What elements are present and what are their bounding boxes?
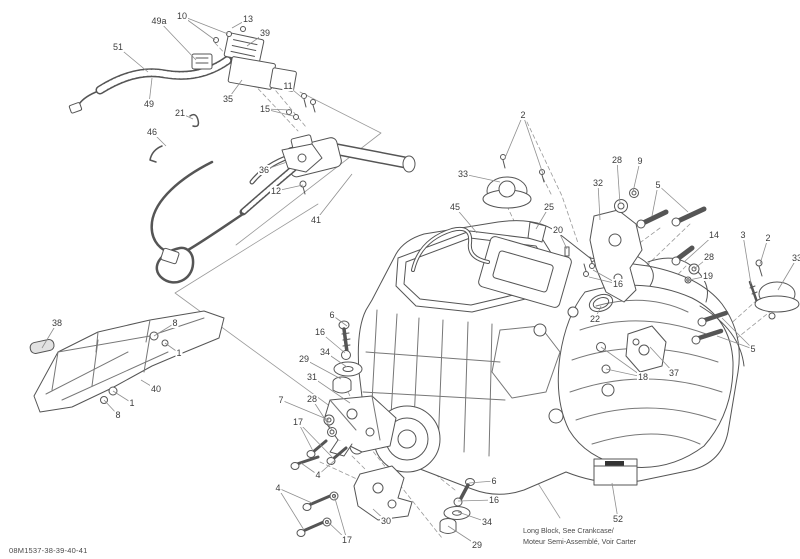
callout-51: 51 — [111, 42, 125, 52]
callout-16: 16 — [313, 327, 327, 337]
callout-17: 17 — [291, 417, 305, 427]
callout-1: 1 — [175, 348, 183, 358]
callout-34: 34 — [318, 347, 332, 357]
callout-21: 21 — [173, 108, 187, 118]
callout-39: 39 — [258, 28, 272, 38]
callout-41: 41 — [309, 215, 323, 225]
callout-37: 37 — [667, 368, 681, 378]
callout-31: 31 — [305, 372, 319, 382]
callout-33: 33 — [790, 253, 800, 263]
callout-32: 32 — [591, 178, 605, 188]
callout-36: 36 — [257, 165, 271, 175]
callout-34: 34 — [480, 517, 494, 527]
callout-28: 28 — [702, 252, 716, 262]
callout-13: 13 — [241, 14, 255, 24]
rear-mount-stack — [440, 479, 475, 534]
wiring-harness — [152, 162, 243, 282]
steering-frame — [29, 311, 224, 412]
callout-8: 8 — [114, 410, 122, 420]
callout-30: 30 — [379, 516, 393, 526]
callout-28: 28 — [610, 155, 624, 165]
callout-5: 5 — [749, 344, 757, 354]
callout-17: 17 — [340, 535, 354, 545]
callout-4: 4 — [274, 483, 282, 493]
callout-2: 2 — [519, 110, 527, 120]
callout-9: 9 — [636, 156, 644, 166]
callout-2: 2 — [764, 233, 772, 243]
callout-45: 45 — [448, 202, 462, 212]
callout-29: 29 — [470, 540, 484, 550]
callout-29: 29 — [297, 354, 311, 364]
callout-11: 11 — [282, 81, 294, 91]
upper-mount-parts — [483, 155, 799, 374]
callout-6: 6 — [490, 476, 498, 486]
callout-25: 25 — [542, 202, 556, 212]
callout-18: 18 — [636, 372, 650, 382]
callout-19: 19 — [701, 271, 715, 281]
long-block-note-line2: Moteur Semi-Assemblé, Voir Carter — [523, 536, 637, 546]
callout-7: 7 — [277, 395, 285, 405]
figure-code: 08M1537-38-39-40-41 — [9, 546, 88, 555]
callout-28: 28 — [305, 394, 319, 404]
callout-3: 3 — [739, 230, 747, 240]
callout-16: 16 — [611, 279, 625, 289]
callout-10: 10 — [175, 11, 189, 21]
callout-49a: 49a — [150, 16, 168, 26]
callout-35: 35 — [221, 94, 235, 104]
coolant-hose — [413, 229, 488, 270]
callout-16: 16 — [487, 495, 501, 505]
long-block-note-line1: Long Block, See Crankcase/ — [523, 526, 614, 535]
front-mount-stack — [291, 321, 412, 537]
callout-12: 12 — [269, 186, 283, 196]
callout-8: 8 — [171, 318, 179, 328]
callout-22: 22 — [588, 314, 602, 324]
callout-14: 14 — [707, 230, 721, 240]
callout-1: 1 — [128, 398, 136, 408]
callout-33: 33 — [456, 169, 470, 179]
callout-52: 52 — [611, 514, 625, 524]
engine-assembly — [350, 221, 744, 495]
callout-46: 46 — [145, 127, 159, 137]
callout-40: 40 — [149, 384, 163, 394]
handlebar-cluster — [69, 27, 415, 213]
callout-4: 4 — [314, 470, 322, 480]
callout-6: 6 — [328, 310, 336, 320]
callout-20: 20 — [551, 225, 565, 235]
callout-38: 38 — [50, 318, 64, 328]
callout-5: 5 — [654, 180, 662, 190]
callout-49: 49 — [142, 99, 156, 109]
long-block-note: Long Block, See Crankcase/ Moteur Semi-A… — [523, 526, 636, 547]
instruction-plate — [594, 459, 637, 485]
callout-15: 15 — [258, 104, 272, 114]
